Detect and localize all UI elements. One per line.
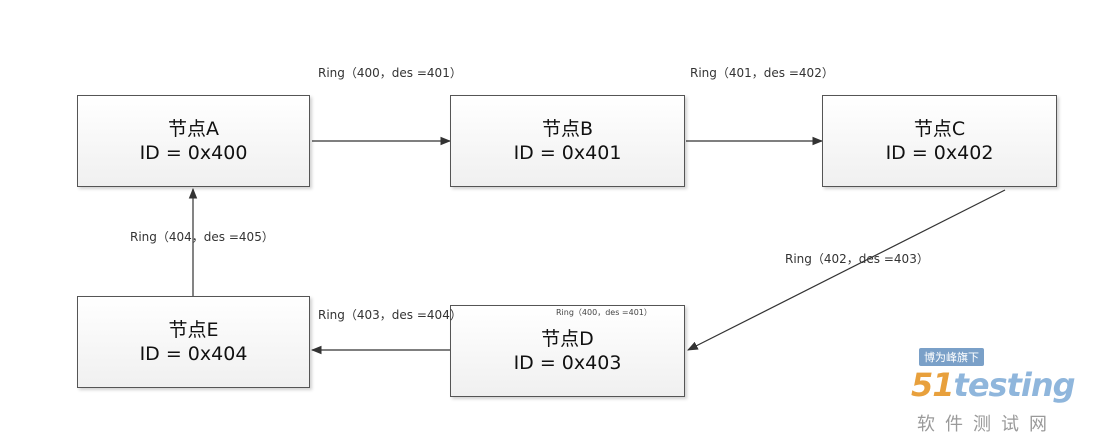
node-d: 节点D ID = 0x403 [450, 305, 685, 397]
edge-c-d-line [687, 189, 1006, 351]
node-b-name: 节点B [541, 118, 594, 140]
node-d-note: Ring（400，des =401） [556, 308, 652, 317]
node-a: 节点A ID = 0x400 [77, 95, 310, 187]
node-d-id: ID = 0x403 [513, 352, 622, 374]
edge-c-d-label: Ring（402，des =403） [785, 252, 929, 266]
edge-e-a-label: Ring（404，des =405） [130, 230, 274, 244]
watermark: 博为峰旗下 51testing 软件测试网 [905, 348, 1100, 435]
node-e-name: 节点E [168, 319, 219, 341]
node-c-name: 节点C [913, 118, 966, 140]
edge-d-e-label: Ring（403，des =404） [318, 308, 462, 322]
watermark-logo: 51testing [911, 366, 1076, 404]
node-a-id: ID = 0x400 [139, 142, 248, 164]
node-c: 节点C ID = 0x402 [822, 95, 1057, 187]
watermark-51: 51 [911, 366, 955, 404]
watermark-subtitle: 软件测试网 [917, 414, 1057, 435]
node-a-name: 节点A [168, 118, 219, 140]
node-d-name: 节点D [541, 328, 594, 350]
watermark-tag: 博为峰旗下 [919, 348, 984, 366]
edge-a-b-label: Ring（400，des =401） [318, 66, 462, 80]
edge-b-c-label: Ring（401，des =402） [690, 66, 834, 80]
watermark-testing: testing [953, 366, 1076, 404]
node-e-id: ID = 0x404 [139, 343, 248, 365]
node-c-id: ID = 0x402 [885, 142, 994, 164]
node-e: 节点E ID = 0x404 [77, 296, 310, 388]
node-b-id: ID = 0x401 [513, 142, 622, 164]
node-b: 节点B ID = 0x401 [450, 95, 685, 187]
